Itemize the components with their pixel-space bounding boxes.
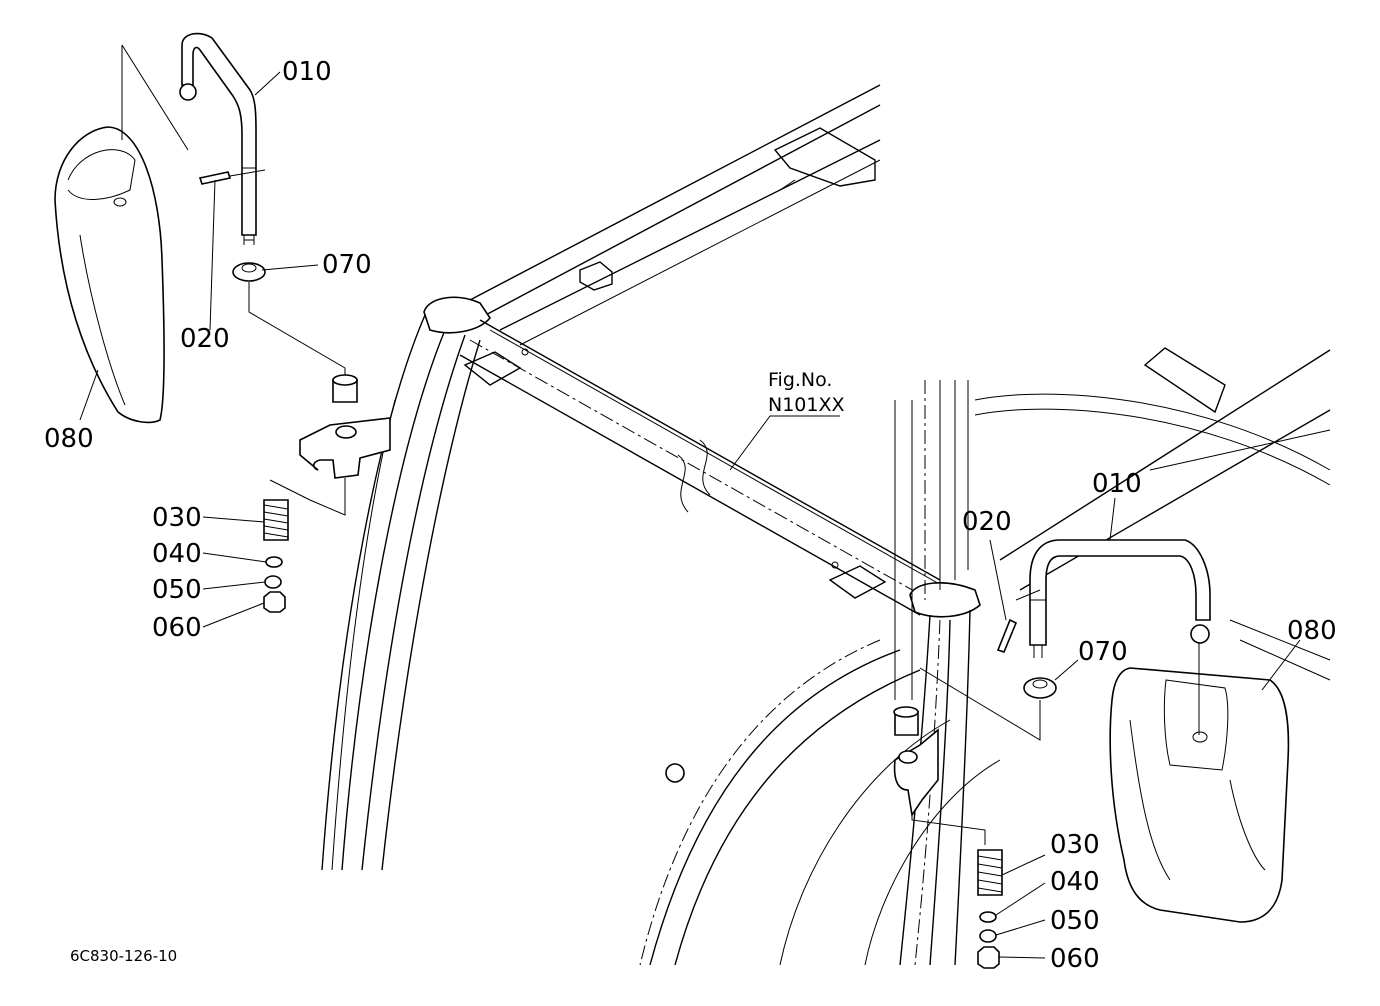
label-010-right: 010 (1092, 469, 1142, 499)
washer-050-right (979, 929, 997, 943)
fig-ref-line2: N101XX (768, 394, 845, 416)
label-070-left: 070 (322, 250, 372, 280)
label-070-right: 070 (1078, 637, 1128, 667)
drawing-code: 6C830-126-10 (70, 947, 177, 965)
spring-030-right (977, 849, 1003, 896)
figure-reference: Fig.No. N101XX (768, 369, 845, 416)
label-060-left: 060 (152, 613, 202, 643)
label-060-right: 060 (1050, 944, 1100, 974)
label-040-right: 040 (1050, 867, 1100, 897)
nut-060-left (263, 591, 286, 613)
mirror-080-right (1109, 667, 1290, 923)
mirror-080-left (54, 126, 165, 424)
label-030-left: 030 (152, 503, 202, 533)
label-080-left: 080 (44, 424, 94, 454)
nut-060-right (977, 946, 1000, 969)
label-030-right: 030 (1050, 830, 1100, 860)
spring-030-left (263, 499, 289, 541)
left-mirror-assembly (54, 32, 391, 613)
fig-ref-line1: Fig.No. (768, 369, 832, 391)
labels-right: 010 020 070 080 030 040 050 060 (962, 469, 1337, 974)
label-020-left: 020 (180, 324, 230, 354)
label-050-right: 050 (1050, 906, 1100, 936)
pin-020-right (996, 618, 1018, 653)
pin-020-left (198, 171, 232, 185)
leader-lines (79, 71, 1301, 959)
label-010-left: 010 (282, 57, 332, 87)
right-mirror-assembly (893, 539, 1290, 969)
stay-010-right (1029, 539, 1211, 646)
stay-010-left (181, 32, 257, 236)
washer-040-right (979, 911, 997, 923)
washer-040-left (265, 556, 283, 568)
label-020-right: 020 (962, 507, 1012, 537)
label-040-left: 040 (152, 539, 202, 569)
washer-050-left (264, 575, 282, 589)
label-050-left: 050 (152, 575, 202, 605)
label-080-right: 080 (1287, 616, 1337, 646)
labels-left: 010 070 020 080 030 040 050 060 (44, 57, 372, 643)
